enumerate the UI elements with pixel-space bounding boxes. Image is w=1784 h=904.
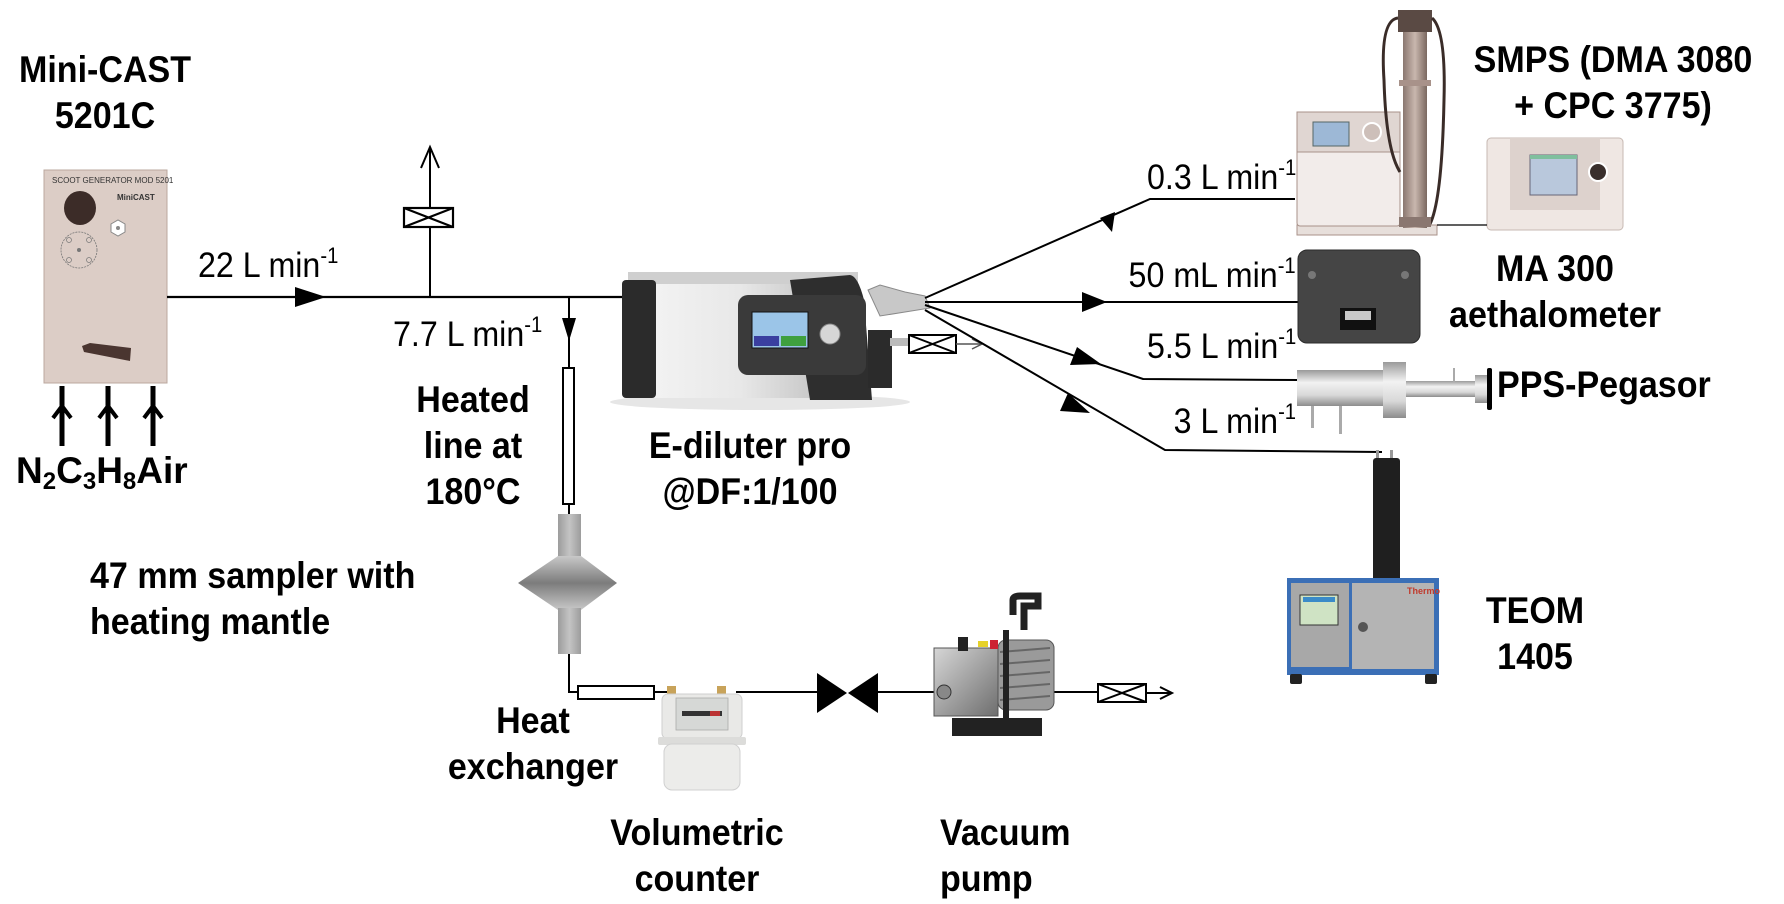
ediluter-screen-button-right [781,336,806,346]
pump-line [736,686,1175,700]
volumetric-counter-label: Volumetric counter [610,812,784,899]
vent-valve-icon [402,206,455,229]
flow-arrow-sampler [562,318,576,341]
flow-label-teom: 3 L min-1 [1173,399,1296,441]
heat-exchanger-tube [577,685,655,700]
vacuum-pump-label: Vacuum pump [940,812,1071,899]
heat-exchanger-label: Heat exchanger [447,700,619,787]
gas-c3h8: C3H8 [56,450,137,496]
pump-exhaust-valve-icon [1097,683,1147,703]
flow-label-pps: 5.5 L min-1 [1146,324,1296,366]
teom-brand-text: Thermo [1407,586,1441,596]
line-to-smps [924,198,1295,299]
volumetric-counter-device [658,686,746,791]
flow-arrow-ma300 [1082,292,1107,312]
flow-label-source: 22 L min-1 [198,243,339,285]
ediluter-label: E-diluter pro @DF:1/100 [648,425,852,512]
minicast-panel-text: SCOOT GENERATOR MOD 5201 [52,176,174,185]
flow-label-sampler: 7.7 L min-1 [392,312,542,354]
minicast-generator: SCOOT GENERATOR MOD 5201 MiniCAST [43,169,174,384]
pps-pegasor-device [1297,362,1492,434]
flow-label-smps: 0.3 L min-1 [1146,155,1296,197]
teom-device: Thermo [1287,450,1441,684]
smps-label: SMPS (DMA 3080 + CPC 3775) [1473,39,1753,126]
minicast-label-line1: Mini-CAST [18,49,192,90]
heated-line-tube [562,367,575,505]
ma300-device [1297,249,1421,344]
ediluter-screen-button-left [754,336,779,346]
minicast-label-line2: 5201C [54,95,156,136]
ma300-label: MA 300 aethalometer [1449,248,1661,335]
gas-air: Air [136,450,188,491]
sampler-label: 47 mm sampler with heating mantle [90,555,416,642]
gas-labels: N2C3H8Air [16,451,188,496]
heated-line-label: Heated line at 180°C [416,379,530,512]
gas-inlet-arrows [51,386,164,446]
flow-arrow-smps [1100,212,1115,232]
teom-label: TEOM 1405 [1485,590,1585,677]
pps-label: PPS-Pegasor [1497,364,1711,405]
ediluter-exhaust-valve-icon [908,334,957,354]
minicast-brand-text: MiniCAST [117,193,155,202]
vent-branch [420,144,440,297]
ediluter-device [610,272,931,410]
filter-sampler [518,514,617,654]
gas-n2: N2 [16,450,57,496]
minicast-label: Mini-CAST 5201C [8,47,201,139]
minicast-burner-window [64,191,96,225]
line-to-pps [924,304,1299,381]
flow-arrow-teom [1060,393,1090,413]
flow-arrow-main [295,287,326,307]
vacuum-pump-device [933,592,1055,736]
minicast-outlet [82,343,131,361]
flow-arrow-pps [1070,347,1101,365]
needle-valve-left [817,673,847,713]
outlet-lines [924,198,1383,453]
line-to-teom [924,309,1383,453]
needle-valve-right [848,673,878,713]
flow-label-ma300: 50 mL min-1 [1128,253,1296,295]
smps-device [1296,10,1624,236]
